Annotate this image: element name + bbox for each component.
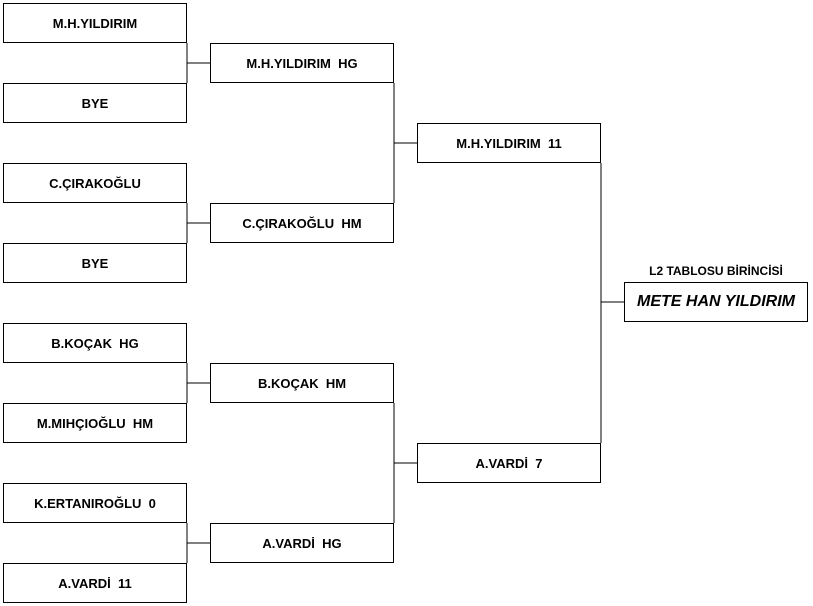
round2-entry-3: B.KOÇAK HM [210, 363, 394, 403]
round3-entry-2: A.VARDİ 7 [417, 443, 601, 483]
round1-entry-2: BYE [3, 83, 187, 123]
round1-entry-5: B.KOÇAK HG [3, 323, 187, 363]
round2-entry-2: C.ÇIRAKOĞLU HM [210, 203, 394, 243]
winner-title: L2 TABLOSU BİRİNCİSİ [649, 264, 783, 278]
round1-entry-8: A.VARDİ 11 [3, 563, 187, 603]
round1-entry-7: K.ERTANIROĞLU 0 [3, 483, 187, 523]
round1-entry-6: M.MIHÇIOĞLU HM [3, 403, 187, 443]
winner-box: METE HAN YILDIRIM [624, 282, 808, 322]
round1-entry-3: C.ÇIRAKOĞLU [3, 163, 187, 203]
round3-entry-1: M.H.YILDIRIM 11 [417, 123, 601, 163]
round2-entry-4: A.VARDİ HG [210, 523, 394, 563]
round2-entry-1: M.H.YILDIRIM HG [210, 43, 394, 83]
round1-entry-4: BYE [3, 243, 187, 283]
round1-entry-1: M.H.YILDIRIM [3, 3, 187, 43]
